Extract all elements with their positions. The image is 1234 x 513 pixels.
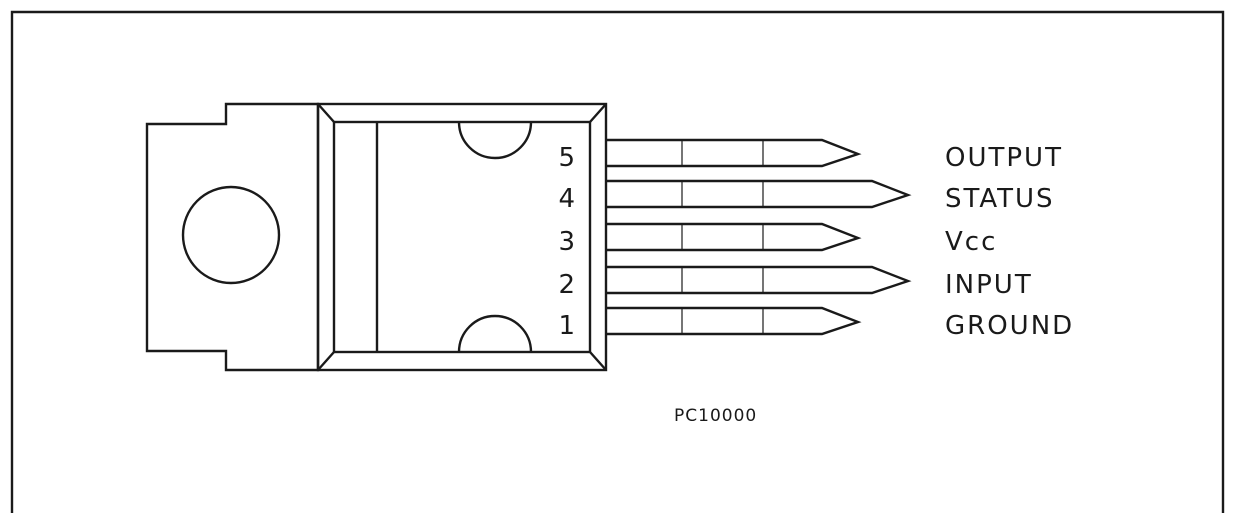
pin-number-4: 4	[558, 184, 575, 214]
pin-lead-4	[606, 179, 912, 209]
pin-label-4: STATUS	[945, 184, 1055, 214]
pin-number-1: 1	[558, 311, 575, 341]
bevel-corner-bl	[317, 351, 335, 371]
package-body	[316, 102, 608, 372]
mounting-hole	[181, 185, 281, 285]
package-inner-outline	[332, 120, 592, 354]
bevel-corner-br	[589, 351, 607, 371]
figure-reference-code: PC10000	[674, 406, 757, 426]
pin-lead-3	[606, 222, 862, 252]
pin-number-2: 2	[558, 270, 575, 300]
pin-lead-1	[606, 306, 862, 336]
top-notch	[457, 121, 533, 160]
bevel-corner-tr	[589, 103, 607, 123]
pin-label-3: Vcc	[945, 227, 997, 257]
pin-label-2: INPUT	[945, 270, 1033, 300]
bevel-corner-tl	[317, 103, 335, 123]
pin-leads	[606, 138, 912, 336]
figure-frame	[10, 10, 1225, 513]
pin-lead-5	[606, 138, 862, 168]
pin-number-5: 5	[558, 143, 575, 173]
pin-label-1: GROUND	[945, 311, 1074, 341]
pin-label-5: OUTPUT	[945, 143, 1063, 173]
pin-lead-2	[606, 265, 912, 295]
bottom-notch	[457, 314, 533, 353]
pin-number-3: 3	[558, 227, 575, 257]
heatsink-tab	[145, 102, 320, 372]
